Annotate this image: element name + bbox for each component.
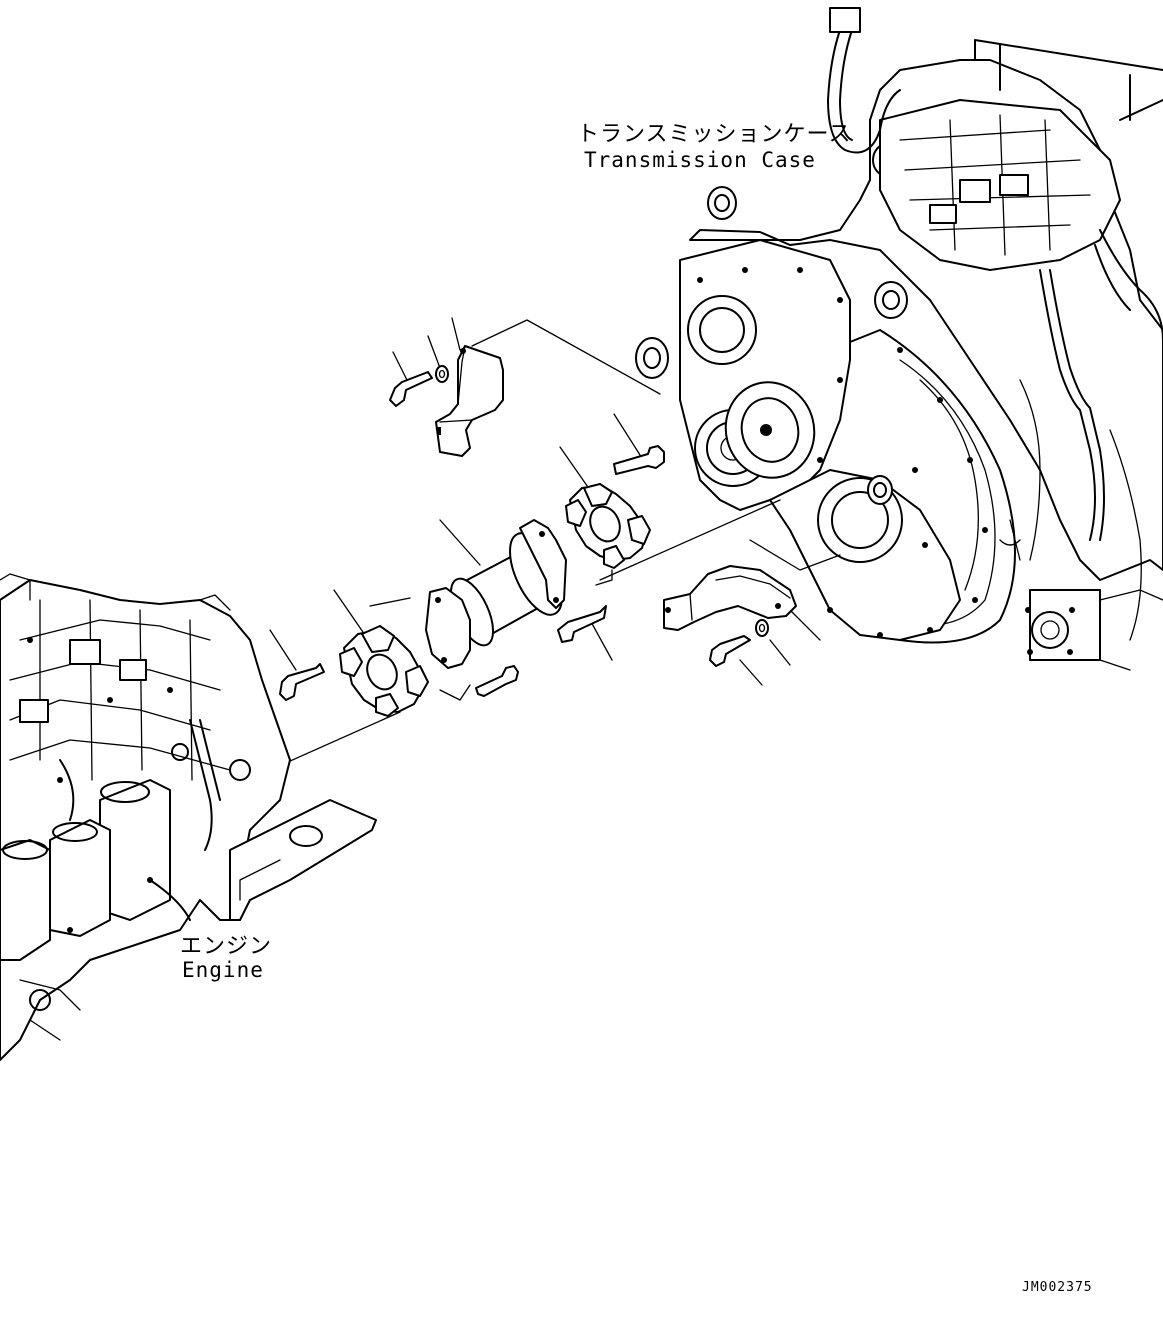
upper-bracket-bolt <box>390 372 432 406</box>
drawing-id: JM002375 <box>1022 1280 1093 1295</box>
transmission-case <box>636 8 1163 670</box>
upper-mounting-bracket <box>436 346 503 456</box>
engine-label-en: Engine <box>182 958 264 982</box>
transmission-case-label-en: Transmission Case <box>584 148 816 172</box>
engine <box>0 574 376 1060</box>
coupling-bolt-center <box>476 666 518 696</box>
coupling-bolt-center-lower <box>558 606 606 642</box>
transmission-case-label-jp: トランスミッションケース <box>577 122 852 147</box>
rubber-coupling-left <box>340 626 428 716</box>
engine-label-jp: エンジン <box>180 934 273 959</box>
lower-mounting-bracket <box>664 566 796 630</box>
drive-shaft <box>426 520 573 668</box>
housing-bolt-heads <box>697 267 988 638</box>
coupling-bolt-left <box>280 664 324 700</box>
lower-bracket-bolt <box>710 636 750 666</box>
coupling-bolt-right-upper <box>614 446 664 474</box>
rubber-coupling-right <box>566 484 650 568</box>
leader-lines <box>270 318 840 770</box>
upper-bracket-washer <box>436 366 448 382</box>
lower-bracket-washer <box>756 620 768 636</box>
